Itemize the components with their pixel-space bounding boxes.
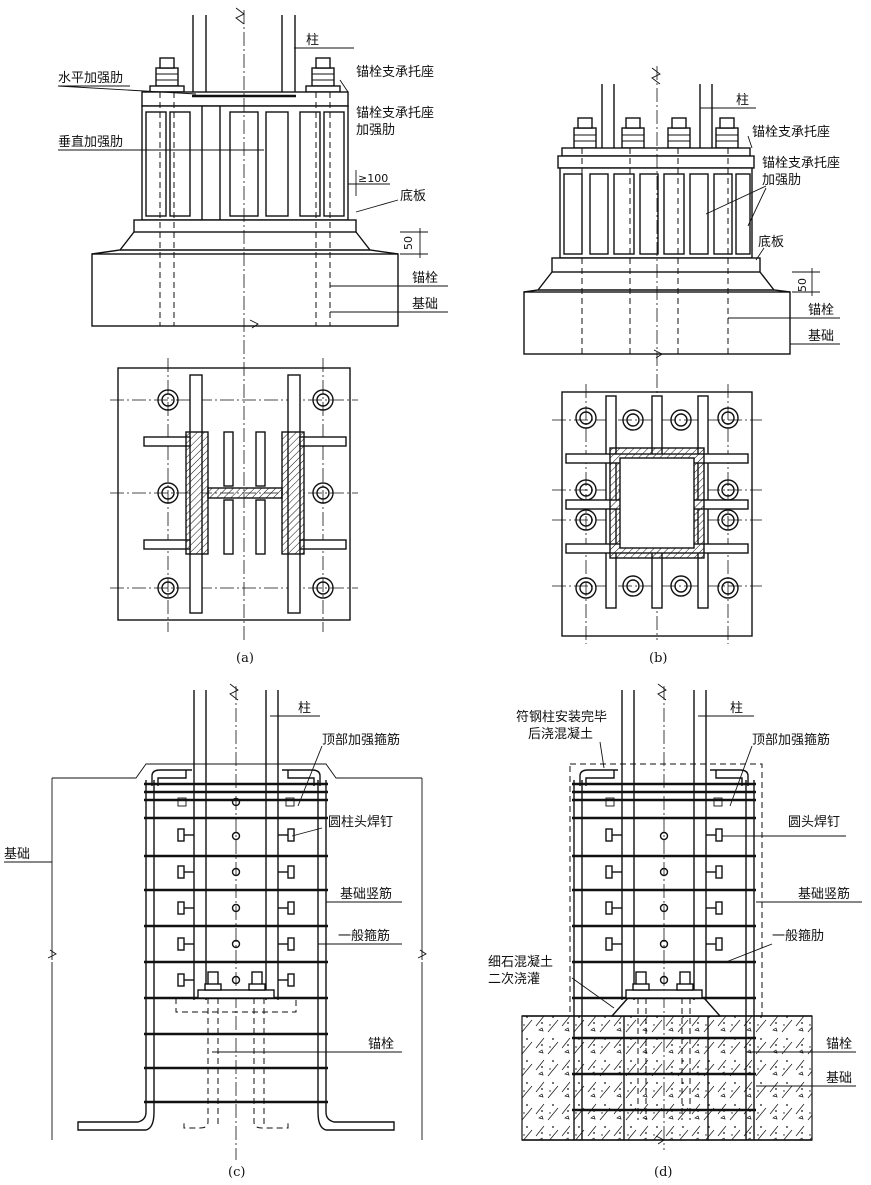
label-foundation-c: 基础 [4, 847, 30, 862]
label-top-stirrups-d: 顶部加强箍筋 [752, 732, 830, 748]
label-column-c: 柱 [298, 701, 311, 716]
base-plate-b [551, 257, 761, 273]
label-stirrups-d: 一般箍肋 [772, 928, 824, 944]
label-studs-d: 圆头焊钉 [788, 814, 840, 830]
label-vertical-bars-c: 基础竖筋 [340, 886, 392, 902]
label-vertical-bars-d: 基础竖筋 [798, 886, 850, 902]
label-column-a: 柱 [306, 33, 319, 48]
studs-d [605, 797, 723, 985]
anchor-nuts-d [632, 971, 694, 991]
foundation-block [91, 253, 399, 327]
dim-50-b: 50 [796, 278, 809, 292]
panel-d: 符钢柱安装完毕 后浇混凝土 柱 顶部加强箍筋 圆头焊钉 基础竖筋 细石混凝土 二… [488, 683, 862, 1180]
bolt-holes-b [575, 407, 739, 599]
studs-c [177, 797, 295, 987]
label-anchor-bolt-c: 锚栓 [368, 1037, 394, 1052]
h-flange-left [185, 431, 209, 555]
label-anchor-bolt-b: 锚栓 [808, 303, 834, 318]
label-bracket-b: 锚栓支承托座 [752, 125, 830, 140]
label-bracket-stiffener-a-2: 加强肋 [356, 123, 395, 138]
label-horizontal-stiffener: 水平加强肋 [58, 71, 123, 86]
label-vertical-stiffener: 垂直加强肋 [58, 135, 123, 150]
caption-a: (a) [236, 651, 254, 666]
h-web [207, 487, 283, 499]
label-anchor-bolt-a: 锚栓 [412, 271, 438, 286]
label-anchor-bolt-d: 锚栓 [826, 1037, 852, 1052]
label-fine-concrete-d-2: 二次浇灌 [488, 971, 540, 987]
anchor-nuts-b [573, 117, 739, 149]
label-bracket-stiffener-b-2: 加强肋 [762, 173, 801, 188]
label-column-b: 柱 [736, 93, 749, 108]
label-note-d-2: 后浇混凝土 [528, 726, 593, 742]
label-bracket-stiffener-b-1: 锚栓支承托座 [762, 156, 840, 171]
base-plate-plan-b [561, 391, 753, 637]
label-foundation-a: 基础 [412, 297, 438, 312]
bracket-plate-b [557, 155, 755, 169]
label-fine-concrete-d-1: 细石混凝土 [488, 954, 553, 970]
label-base-plate-a: 底板 [400, 188, 426, 204]
label-top-stirrups-c: 顶部加强箍筋 [322, 732, 400, 748]
label-column-d: 柱 [730, 701, 743, 716]
label-studs-c: 圆柱头焊钉 [328, 814, 393, 830]
label-base-plate-b: 底板 [758, 234, 784, 250]
panel-a-elevation: 50 ≥100 [91, 7, 428, 640]
label-stirrups-c: 一般箍筋 [338, 928, 390, 944]
caption-d: (d) [654, 1165, 672, 1180]
bracket-plate [141, 91, 349, 107]
foundation-concrete-right [707, 1015, 813, 1141]
panel-a-plan [110, 358, 358, 632]
panel-b-elevation: 50 [523, 66, 820, 640]
anchor-nuts-c [204, 971, 266, 991]
panel-b: 50 [523, 66, 840, 666]
panel-a: 50 ≥100 [57, 7, 448, 666]
base-plate [133, 219, 357, 233]
label-note-d-1: 符钢柱安装完毕 [516, 709, 607, 725]
anchor-nut-right [305, 57, 341, 93]
dim-50-a: 50 [402, 236, 415, 250]
panel-b-plan [552, 384, 762, 644]
base-plate-plan [117, 367, 351, 621]
label-bracket-stiffener-a-1: 锚栓支承托座 [356, 106, 434, 121]
caption-c: (c) [228, 1165, 245, 1180]
foundation-concrete-left [521, 1015, 625, 1141]
bolt-holes-a [157, 389, 334, 599]
panel-c: 柱 顶部加强箍筋 圆柱头焊钉 基础 基础竖筋 一般箍筋 锚栓 (c) [4, 683, 427, 1180]
h-flange-right [281, 431, 305, 555]
label-foundation-d: 基础 [826, 1071, 852, 1086]
dim-min-100: ≥100 [358, 172, 388, 185]
foundation-block-b [523, 291, 791, 355]
caption-b: (b) [649, 651, 667, 666]
anchor-nut-left [149, 57, 185, 93]
label-bracket-a: 锚栓支承托座 [356, 65, 434, 80]
label-foundation-b: 基础 [808, 329, 834, 344]
